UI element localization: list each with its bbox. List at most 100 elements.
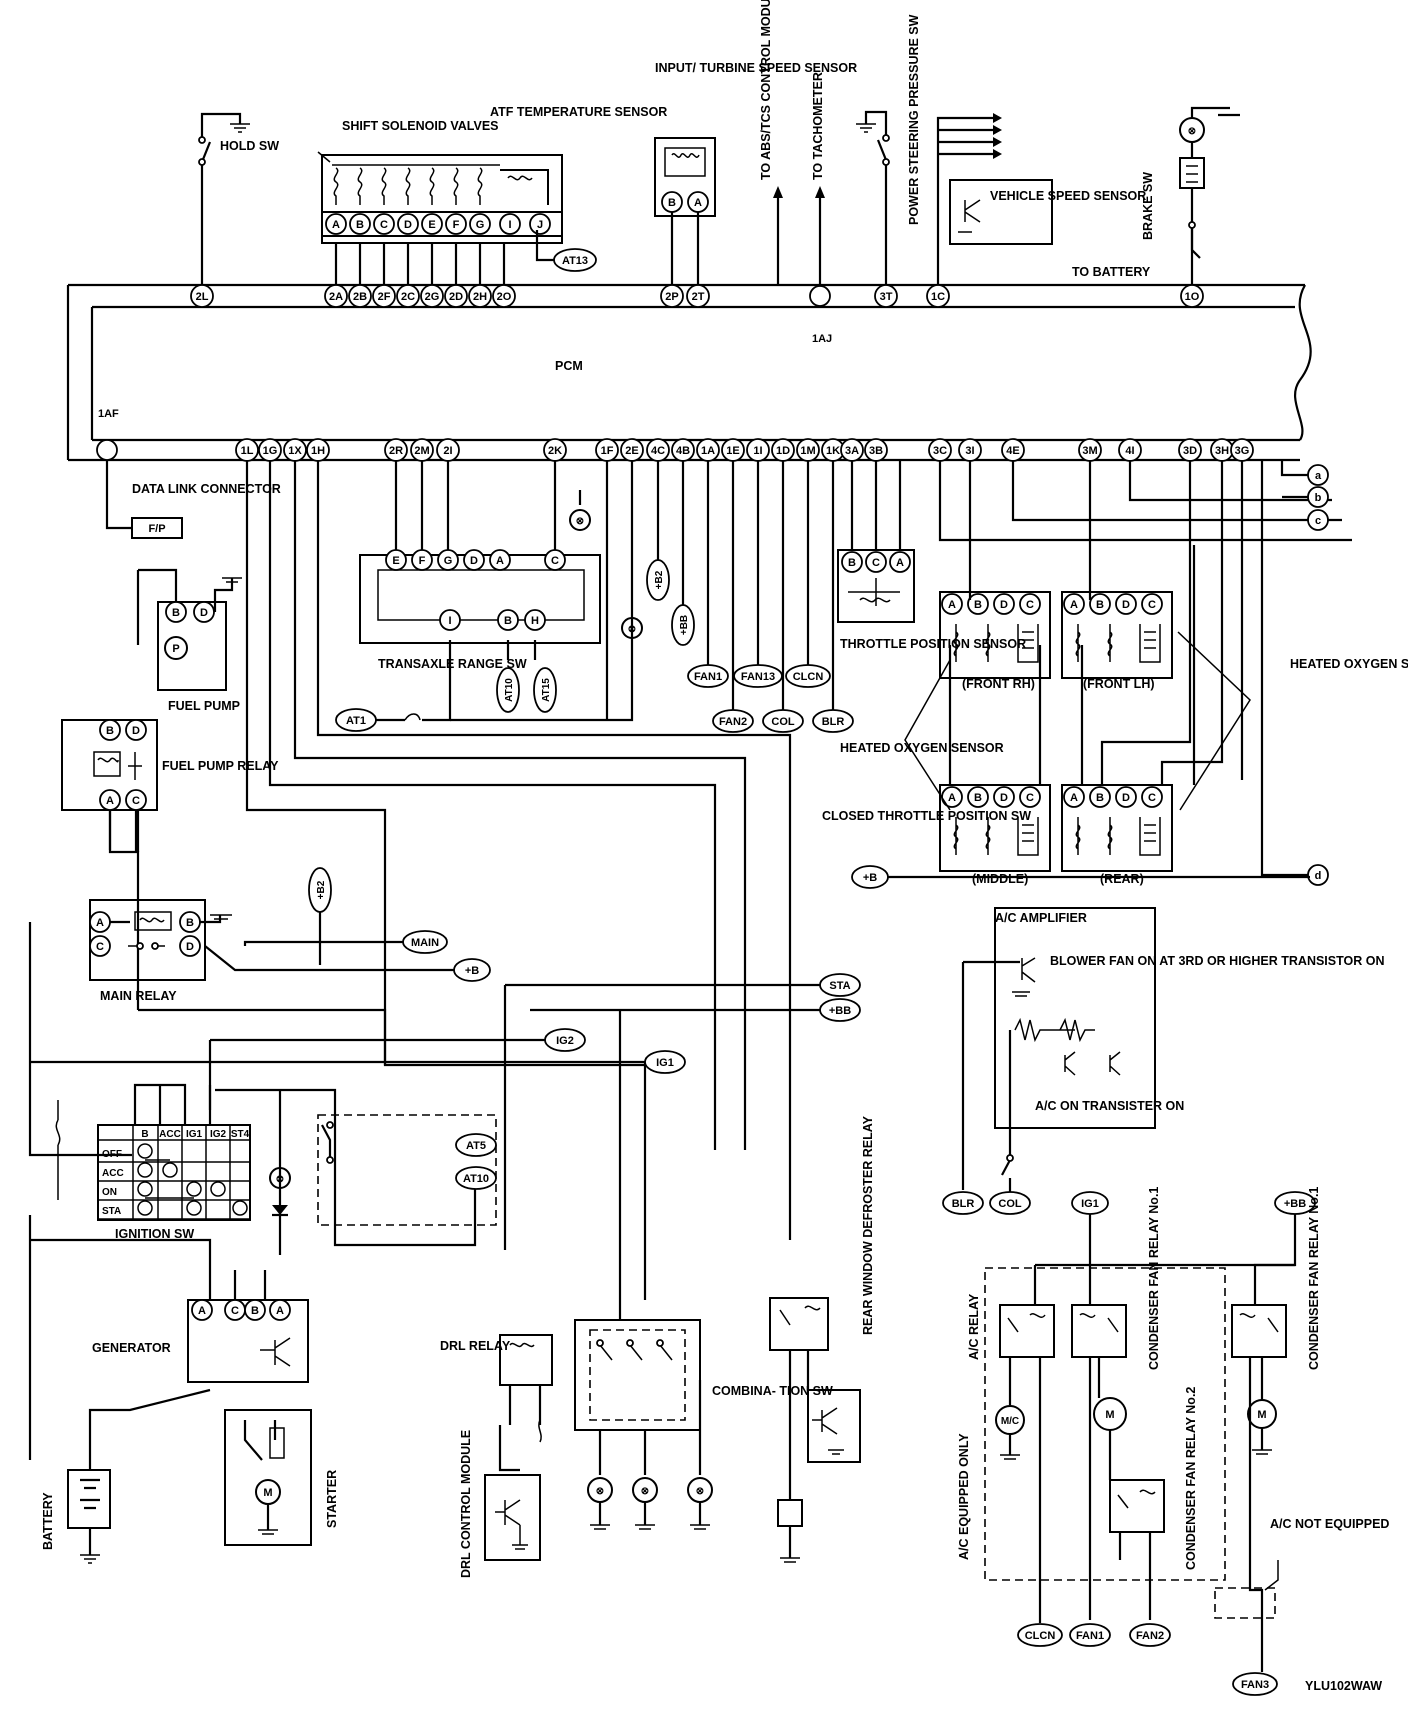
svg-text:2K: 2K [548,445,562,457]
throttle-position-sensor [837,460,915,623]
to-abs-label: TO ABS/TCS CONTROL MODULE [759,0,773,180]
svg-text:FAN1: FAN1 [1076,1630,1104,1642]
svg-text:+BB: +BB [829,1005,851,1017]
svg-text:A: A [276,1305,284,1317]
pcm-top-pin: 1C [926,284,950,308]
svg-text:COL: COL [998,1198,1022,1210]
drl-module-label: DRL CONTROL MODULE [459,1430,473,1578]
cond-fan-relay1a-label: CONDENSER FAN RELAY No.1 [1147,1187,1161,1370]
pcm-bottom-pin: 1G [258,438,282,462]
svg-text:FAN3: FAN3 [1241,1679,1269,1691]
turbine-pin: B [661,191,683,213]
edge-ref-markers: a b c d [1280,460,1329,886]
pcm-bottom-pin: 3D [1178,438,1202,462]
svg-text:C: C [1148,792,1156,804]
svg-text:3T: 3T [880,291,893,303]
svg-text:ON: ON [102,1187,117,1198]
svg-text:⊗: ⊗ [696,1486,704,1497]
solenoid-pin: J [529,213,551,235]
closed-tps-label: CLOSED THROTTLE POSITION SW [822,809,1031,823]
svg-text:B: B [106,725,114,737]
pcm-top-pin: 2D [444,284,468,308]
main-relay-label: MAIN RELAY [100,989,177,1003]
svg-text:C: C [1026,599,1034,611]
svg-text:D: D [1000,792,1008,804]
pin-1aj-label: 1AJ [812,333,832,345]
fuel-pump-relay-pin: D [125,719,147,741]
svg-text:2B: 2B [353,291,367,303]
svg-text:C: C [872,557,880,569]
generator-pin: B [244,1299,266,1321]
pcm-bottom-pin: 3G [1230,438,1254,462]
svg-text:B: B [251,1305,259,1317]
svg-text:1X: 1X [288,445,302,457]
svg-text:⊗: ⊗ [596,1486,604,1497]
solenoid-pin: E [421,213,443,235]
ac-amplifier-tags: BLR COL IG1 +BB [942,1178,1316,1215]
svg-text:A: A [332,219,340,231]
o2-pin: C [1141,593,1163,615]
range-sw-indicator: ⊗ ⊗ [569,509,643,639]
svg-text:A: A [496,555,504,567]
svg-text:C: C [1026,792,1034,804]
svg-text:2C: 2C [401,291,415,303]
drl-relay [498,1334,553,1472]
ac-relay-label: A/C RELAY [967,1293,981,1360]
pcm-outline [66,283,1312,462]
range-sw-top-pin: F [411,549,433,571]
svg-text:F: F [419,555,426,567]
svg-text:A: A [896,557,904,569]
svg-text:M: M [1105,1409,1114,1421]
svg-text:D: D [132,725,140,737]
svg-text:I: I [448,615,451,627]
svg-text:D: D [404,219,412,231]
brake-switch: ⊗ [1179,106,1240,285]
pcm-top-pin: 2F [372,284,396,308]
range-sw-top-pin: D [463,549,485,571]
svg-text:AT13: AT13 [562,255,588,267]
svg-text:C: C [132,795,140,807]
fuel-pump-relay-label: FUEL PUMP RELAY [162,759,279,773]
pcm-bottom-pin: 2K [543,438,567,462]
fp-label: F/P [148,523,165,535]
lamp-row: ⊗⊗⊗ [587,1477,713,1530]
ac-equipped-region [984,1214,1297,1581]
pcm-bottom-pin: 3I [958,438,982,462]
o2-pin: C [1141,786,1163,808]
pcm-bottom-pin: 1I [746,438,770,462]
drl-relay-label: DRL RELAY [440,1339,511,1353]
starter: M [224,1409,312,1546]
main-relay-pin: D [179,935,201,957]
o2-pin: D [993,786,1015,808]
o2-pin: C [1019,786,1041,808]
svg-text:2F: 2F [378,291,391,303]
b2-tag-vertical: +B2 [646,460,670,601]
tps-pin: B [841,551,863,573]
at1-tag: AT1 [335,708,421,732]
data-link-connector [105,460,183,539]
svg-text:FAN2: FAN2 [1136,1630,1164,1642]
o2-pin: A [1063,593,1085,615]
svg-text:⊗: ⊗ [276,1174,284,1185]
pcm-bottom-pin: 4I [1118,438,1142,462]
svg-text:IG2: IG2 [210,1129,227,1140]
heated-o2-left-label: HEATED OXYGEN SENSOR [840,741,1004,755]
pcm-bottom-pin: 4B [671,438,695,462]
svg-text:D: D [1000,599,1008,611]
svg-text:MAIN: MAIN [411,937,439,949]
svg-text:G: G [444,555,453,567]
condenser-fan-relay-2 [1109,1479,1165,1620]
o2-pin: B [1089,593,1111,615]
pcm-bottom-pin: 3M [1078,438,1102,462]
generator-pin: C [224,1299,246,1321]
range-sw-bottom-pin: B [497,609,519,631]
front-rh-label: (FRONT RH) [962,677,1035,691]
svg-text:E: E [428,219,435,231]
svg-text:4B: 4B [676,445,690,457]
